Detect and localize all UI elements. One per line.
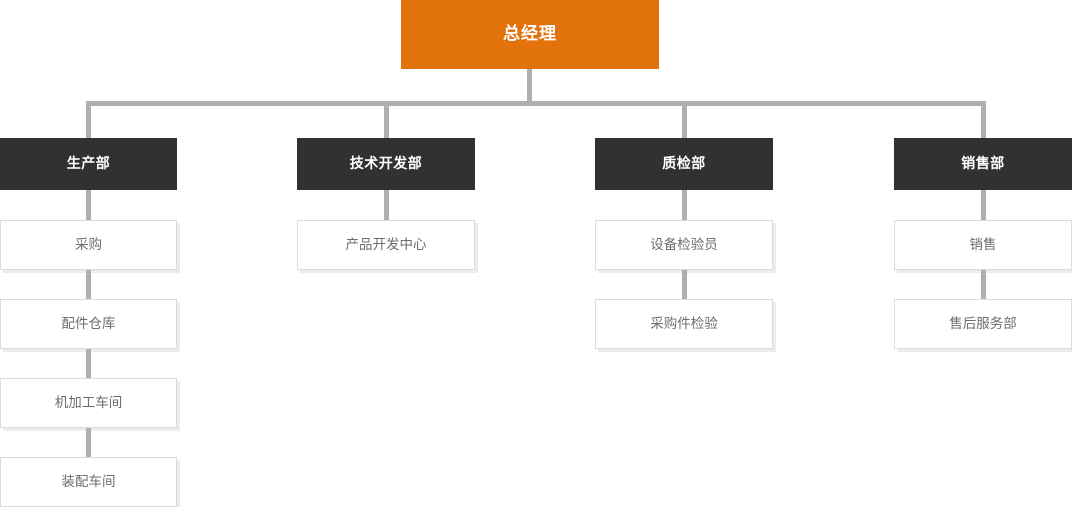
connector-dept4-child1-to-child2 xyxy=(981,270,986,299)
org-node-dept2-child-1[interactable]: 产品开发中心 xyxy=(297,220,475,270)
connector-bus-to-dept2 xyxy=(384,101,389,138)
org-node-dept1-child-1[interactable]: 采购 xyxy=(0,220,177,270)
org-node-department-2[interactable]: 技术开发部 xyxy=(297,138,475,190)
org-node-root[interactable]: 总经理 xyxy=(401,0,659,69)
org-node-dept4-child-2[interactable]: 售后服务部 xyxy=(894,299,1072,349)
org-node-dept3-child-2[interactable]: 采购件检验 xyxy=(595,299,773,349)
connector-bus-to-dept3 xyxy=(682,101,687,138)
connector-bus-to-dept4 xyxy=(981,101,986,138)
connector-dept1-to-child1 xyxy=(86,190,91,220)
org-node-department-3[interactable]: 质检部 xyxy=(595,138,773,190)
connector-dept3-to-child1 xyxy=(682,190,687,220)
connector-department-bus xyxy=(86,101,986,106)
org-node-dept4-child-1[interactable]: 销售 xyxy=(894,220,1072,270)
org-node-department-4[interactable]: 销售部 xyxy=(894,138,1072,190)
org-node-dept1-child-3[interactable]: 机加工车间 xyxy=(0,378,177,428)
org-node-dept1-child-2[interactable]: 配件仓库 xyxy=(0,299,177,349)
connector-root-stem xyxy=(527,69,532,102)
org-node-department-1[interactable]: 生产部 xyxy=(0,138,177,190)
connector-dept2-to-child1 xyxy=(384,190,389,220)
connector-bus-to-dept1 xyxy=(86,101,91,138)
connector-dept3-child1-to-child2 xyxy=(682,270,687,299)
org-node-dept3-child-1[interactable]: 设备检验员 xyxy=(595,220,773,270)
connector-dept4-to-child1 xyxy=(981,190,986,220)
connector-dept1-child1-to-child2 xyxy=(86,270,91,299)
org-node-dept1-child-4[interactable]: 装配车间 xyxy=(0,457,177,507)
connector-dept1-child3-to-child4 xyxy=(86,428,91,457)
connector-dept1-child2-to-child3 xyxy=(86,349,91,378)
